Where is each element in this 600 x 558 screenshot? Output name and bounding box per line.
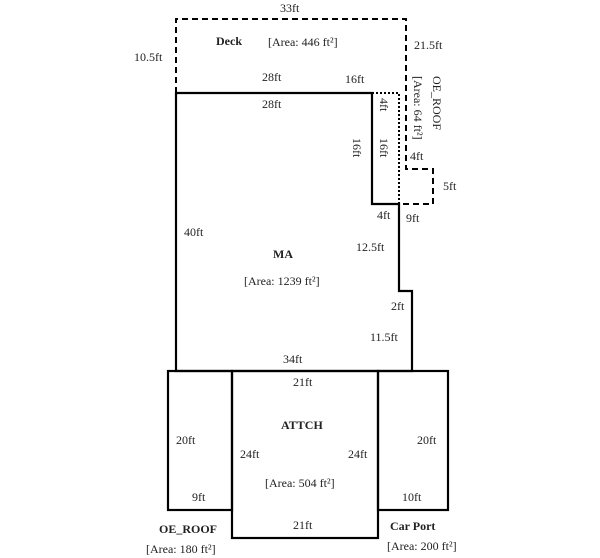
deck-area: [Area: 446 ft²] xyxy=(268,35,338,49)
deck-dim-top: 33ft xyxy=(280,1,300,15)
ma-dim-bottom: 34ft xyxy=(283,352,303,366)
oe-roof-small-area: [Area: 64 ft²] xyxy=(411,76,425,140)
ma-area: [Area: 1239 ft²] xyxy=(244,274,320,288)
car-port-name: Car Port xyxy=(390,519,435,533)
oe-roof-dim-bottom: 9ft xyxy=(192,490,206,504)
deck-dim-bottom-right: 16ft xyxy=(345,72,365,86)
deck-name: Deck xyxy=(216,34,242,48)
ma-dim-notch-bottom: 4ft xyxy=(377,208,391,222)
ma-dim-top: 28ft xyxy=(262,97,282,111)
oe-roof-dim-side: 20ft xyxy=(176,433,196,447)
oe-roof-small-name: OE_ROOF xyxy=(430,76,444,130)
oe-roof-name: OE_ROOF xyxy=(159,522,217,536)
attch-dim-right: 24ft xyxy=(348,447,368,461)
ma-dim-step: 2ft xyxy=(391,299,405,313)
attch-dim-bottom: 21ft xyxy=(293,518,313,532)
ma-dim-right-upper: 12.5ft xyxy=(356,240,385,254)
attch-dim-top: 21ft xyxy=(293,375,313,389)
attch-dim-left: 24ft xyxy=(240,447,260,461)
deck-dim-right: 21.5ft xyxy=(414,38,443,52)
car-port-dim-side: 20ft xyxy=(417,433,437,447)
ma-dim-left: 40ft xyxy=(184,225,204,239)
deck-outline xyxy=(175,18,434,205)
oe-roof-small-dim-inner: 16ft xyxy=(377,138,391,158)
attch-name: ATTCH xyxy=(281,418,323,432)
oe-roof-area: [Area: 180 ft²] xyxy=(146,542,216,556)
ma-name: MA xyxy=(273,247,293,261)
ma-dim-right-lower: 11.5ft xyxy=(370,330,399,344)
oe-roof-small-dim-step: 5ft xyxy=(443,179,457,193)
deck-dim-left: 10.5ft xyxy=(134,50,163,64)
car-port-area: [Area: 200 ft²] xyxy=(387,539,457,553)
oe-roof-small-dim-top: 4ft xyxy=(377,98,391,112)
car-port-dim-bottom: 10ft xyxy=(402,490,422,504)
car-port-outline xyxy=(376,369,450,512)
oe-roof-small-outline xyxy=(372,92,400,204)
deck-dim-bottom-left: 28ft xyxy=(262,70,282,84)
ma-dim-notch-side: 16ft xyxy=(350,138,364,158)
oe-roof-small-dim-right: 4ft xyxy=(410,149,424,163)
oe-roof-small-dim-bottom: 9ft xyxy=(406,211,420,225)
attch-area: [Area: 504 ft²] xyxy=(265,476,335,490)
